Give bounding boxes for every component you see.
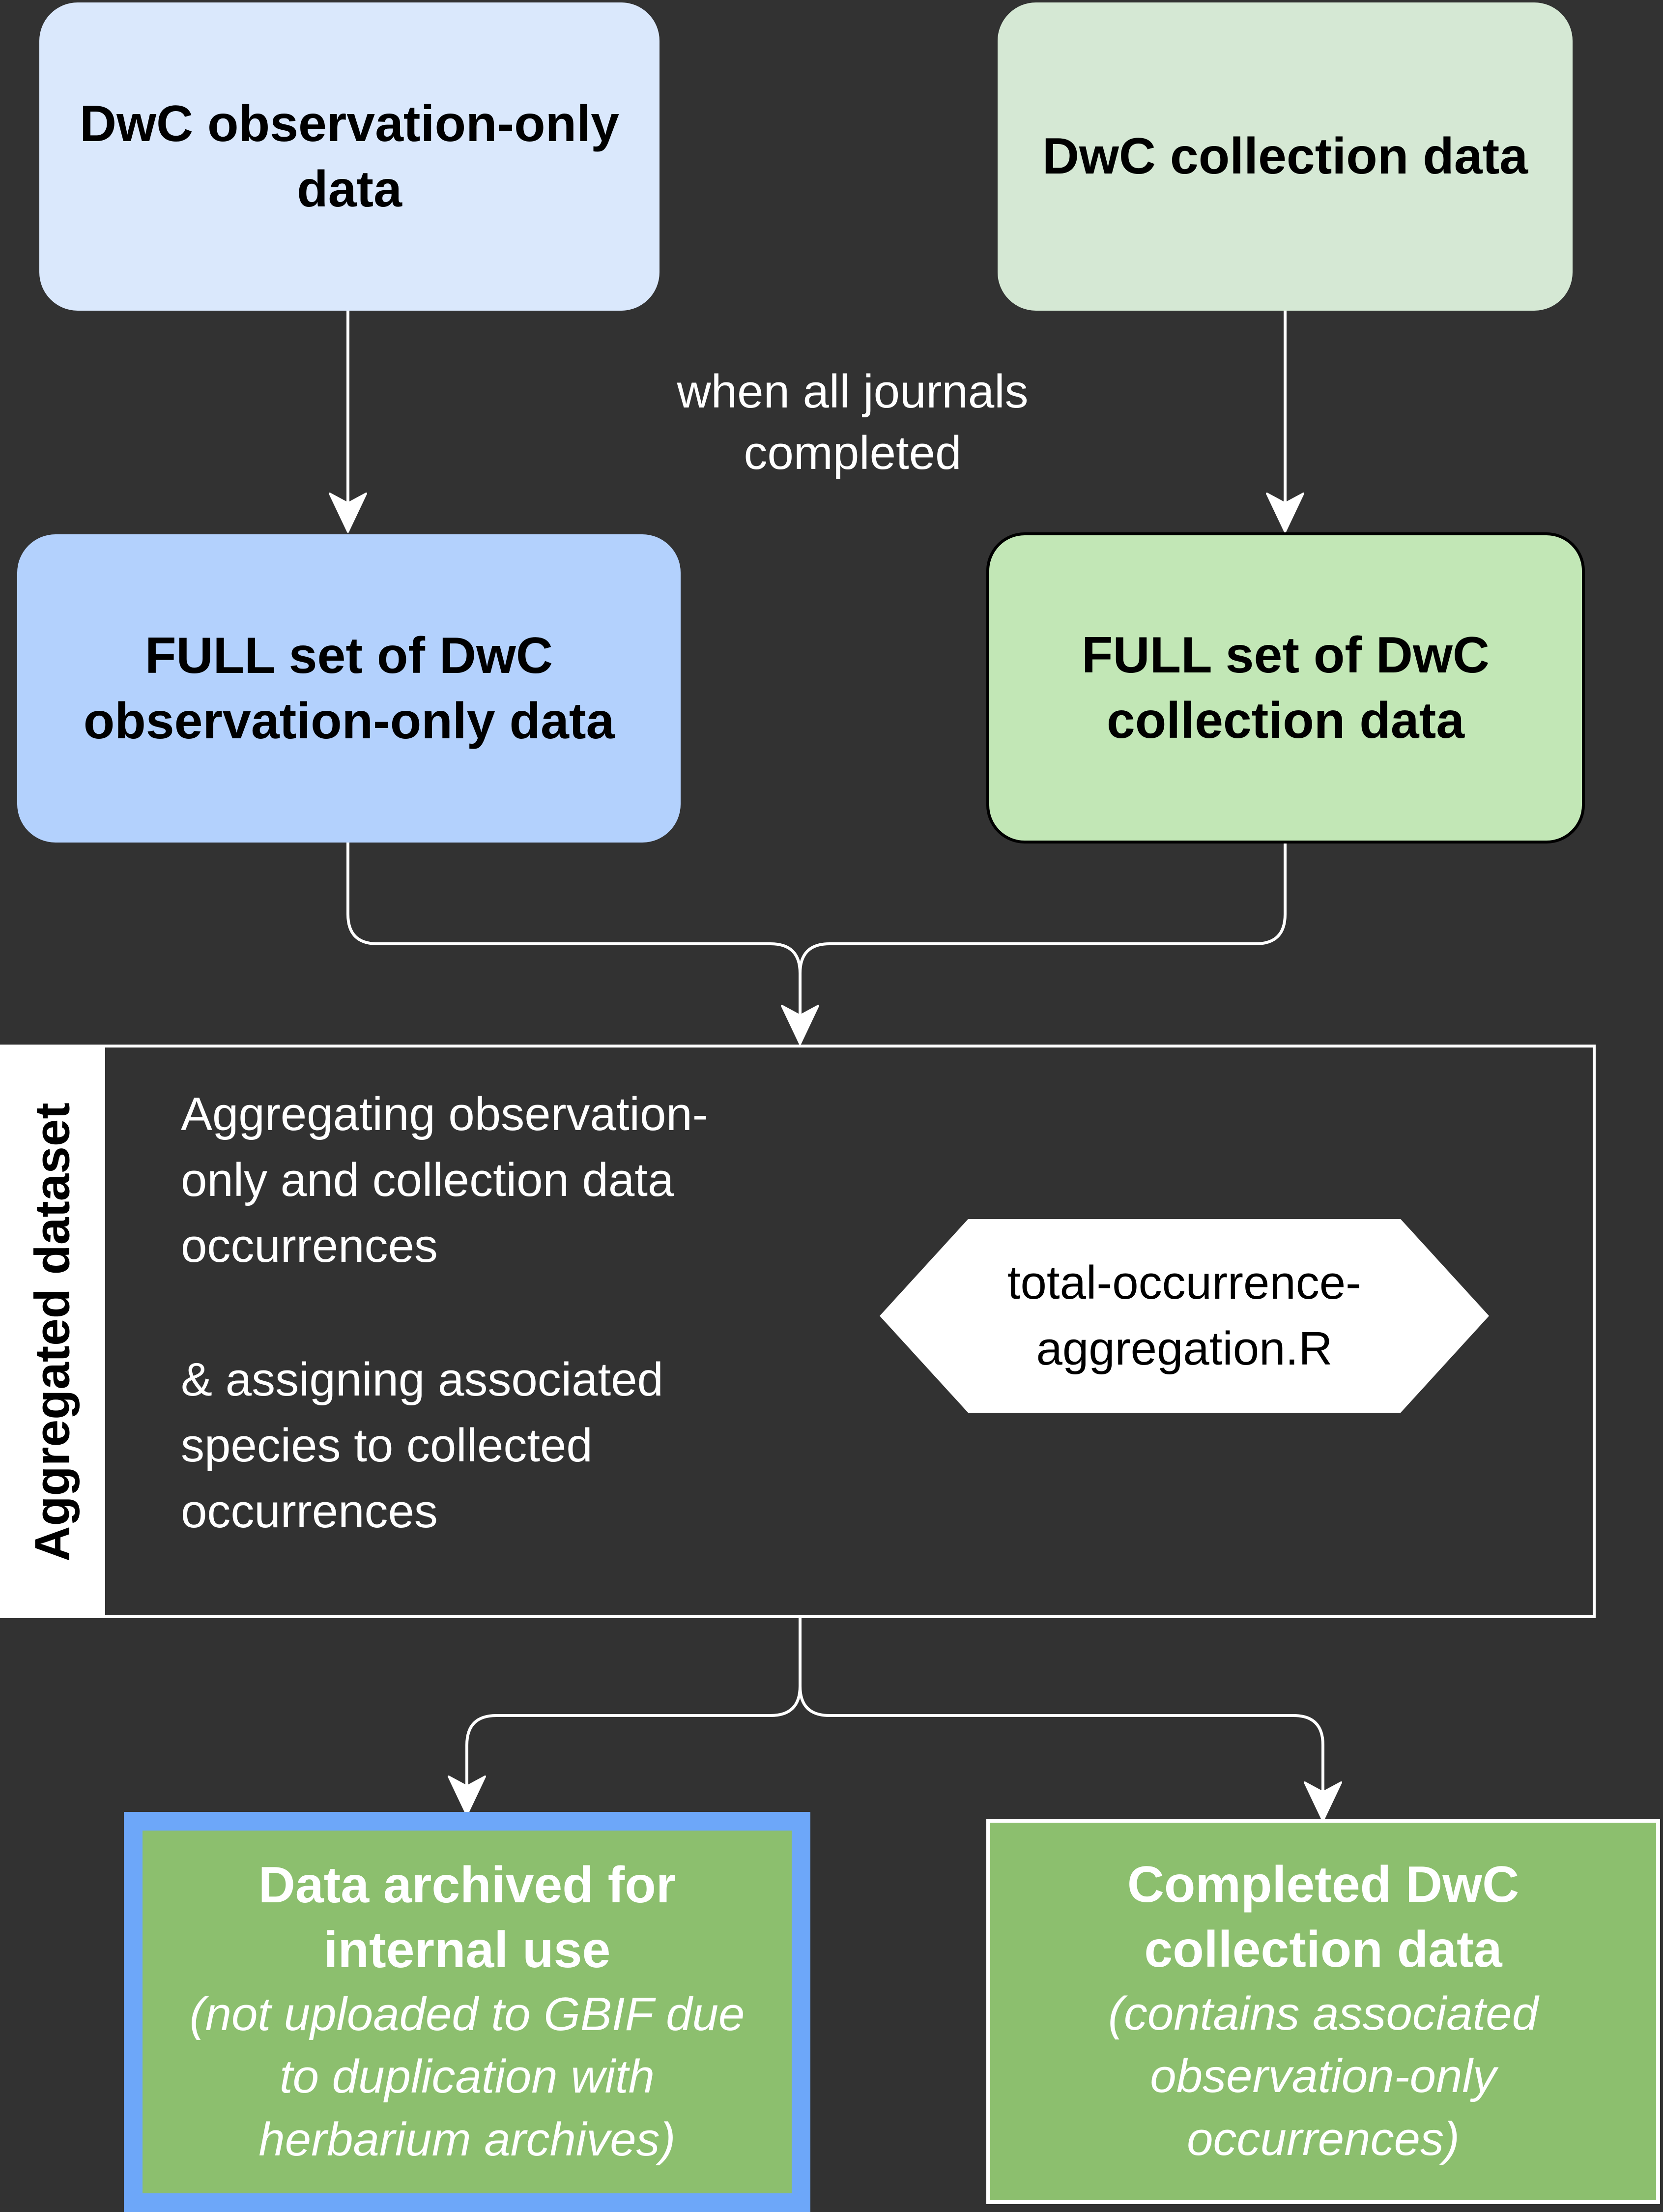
arrowhead-agg [781, 1005, 819, 1045]
completed-title: Completed DwC collection data [1127, 1856, 1520, 1979]
archived-node: Data archived for internal use (not uplo… [124, 1812, 810, 2212]
arrowhead-obs [329, 493, 367, 533]
full-collection-node: FULL set of DwC collection data [986, 532, 1585, 844]
edge-label-journals: when all journals completed [677, 365, 1029, 479]
script-hexagon: total-occurrence- aggregation.R [880, 1219, 1489, 1413]
completed-note: (contains associated observation-only oc… [1108, 1987, 1539, 2165]
container-title: Aggregated dataset [25, 1103, 80, 1562]
edge-full-obs-to-agg [346, 843, 802, 1017]
completed-node: Completed DwC collection data (contains … [986, 1819, 1660, 2204]
edge-agg-to-completed [799, 1686, 1324, 1794]
arrowhead-coll [1266, 493, 1304, 533]
aggregation-description: Aggregating observation- only and collec… [181, 1088, 708, 1272]
edge-full-coll-to-agg [799, 843, 1287, 974]
arrowhead-archived [448, 1775, 486, 1816]
collection-node: DwC collection data [998, 2, 1573, 311]
assignment-description: & assigning associated species to collec… [181, 1353, 663, 1538]
edge-agg-to-archived [465, 1618, 802, 1789]
archived-title: Data archived for internal use [258, 1857, 676, 1979]
archived-note: (not uploaded to GBIF due to duplication… [189, 1987, 745, 2166]
container-title-bar: Aggregated dataset [0, 1046, 105, 1618]
arrowhead-completed [1304, 1781, 1342, 1822]
obs-only-node: DwC observation-only data [39, 2, 659, 311]
full-obs-node: FULL set of DwC observation-only data [17, 534, 681, 843]
